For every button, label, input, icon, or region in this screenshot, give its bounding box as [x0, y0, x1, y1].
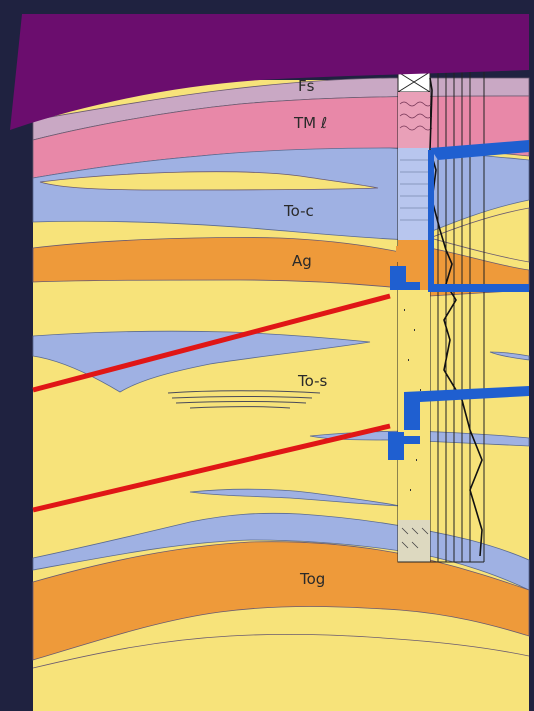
label-tog: Tog [299, 570, 325, 588]
fault-line-upper [32, 293, 391, 393]
yellow-wedge-right [428, 207, 530, 263]
blue-wedge-right-mid [489, 351, 530, 361]
tog-layer [32, 541, 530, 661]
well-column [397, 71, 433, 563]
label-ag: Ag [292, 252, 312, 270]
blue-tongue-left [32, 330, 371, 393]
label-fs: Fs [298, 77, 315, 95]
label-to-s: To-s [297, 372, 327, 390]
label-tml: TM ℓ [293, 114, 327, 132]
fault-line-lower [32, 423, 391, 513]
lower-contact-line [32, 633, 530, 669]
thin-lenses [167, 390, 321, 409]
well-blue-blocks [388, 140, 529, 460]
label-to-c: To-c [283, 202, 314, 220]
yellow-lens [39, 171, 379, 191]
purple-top-band [10, 14, 529, 130]
log-curve [429, 77, 483, 557]
